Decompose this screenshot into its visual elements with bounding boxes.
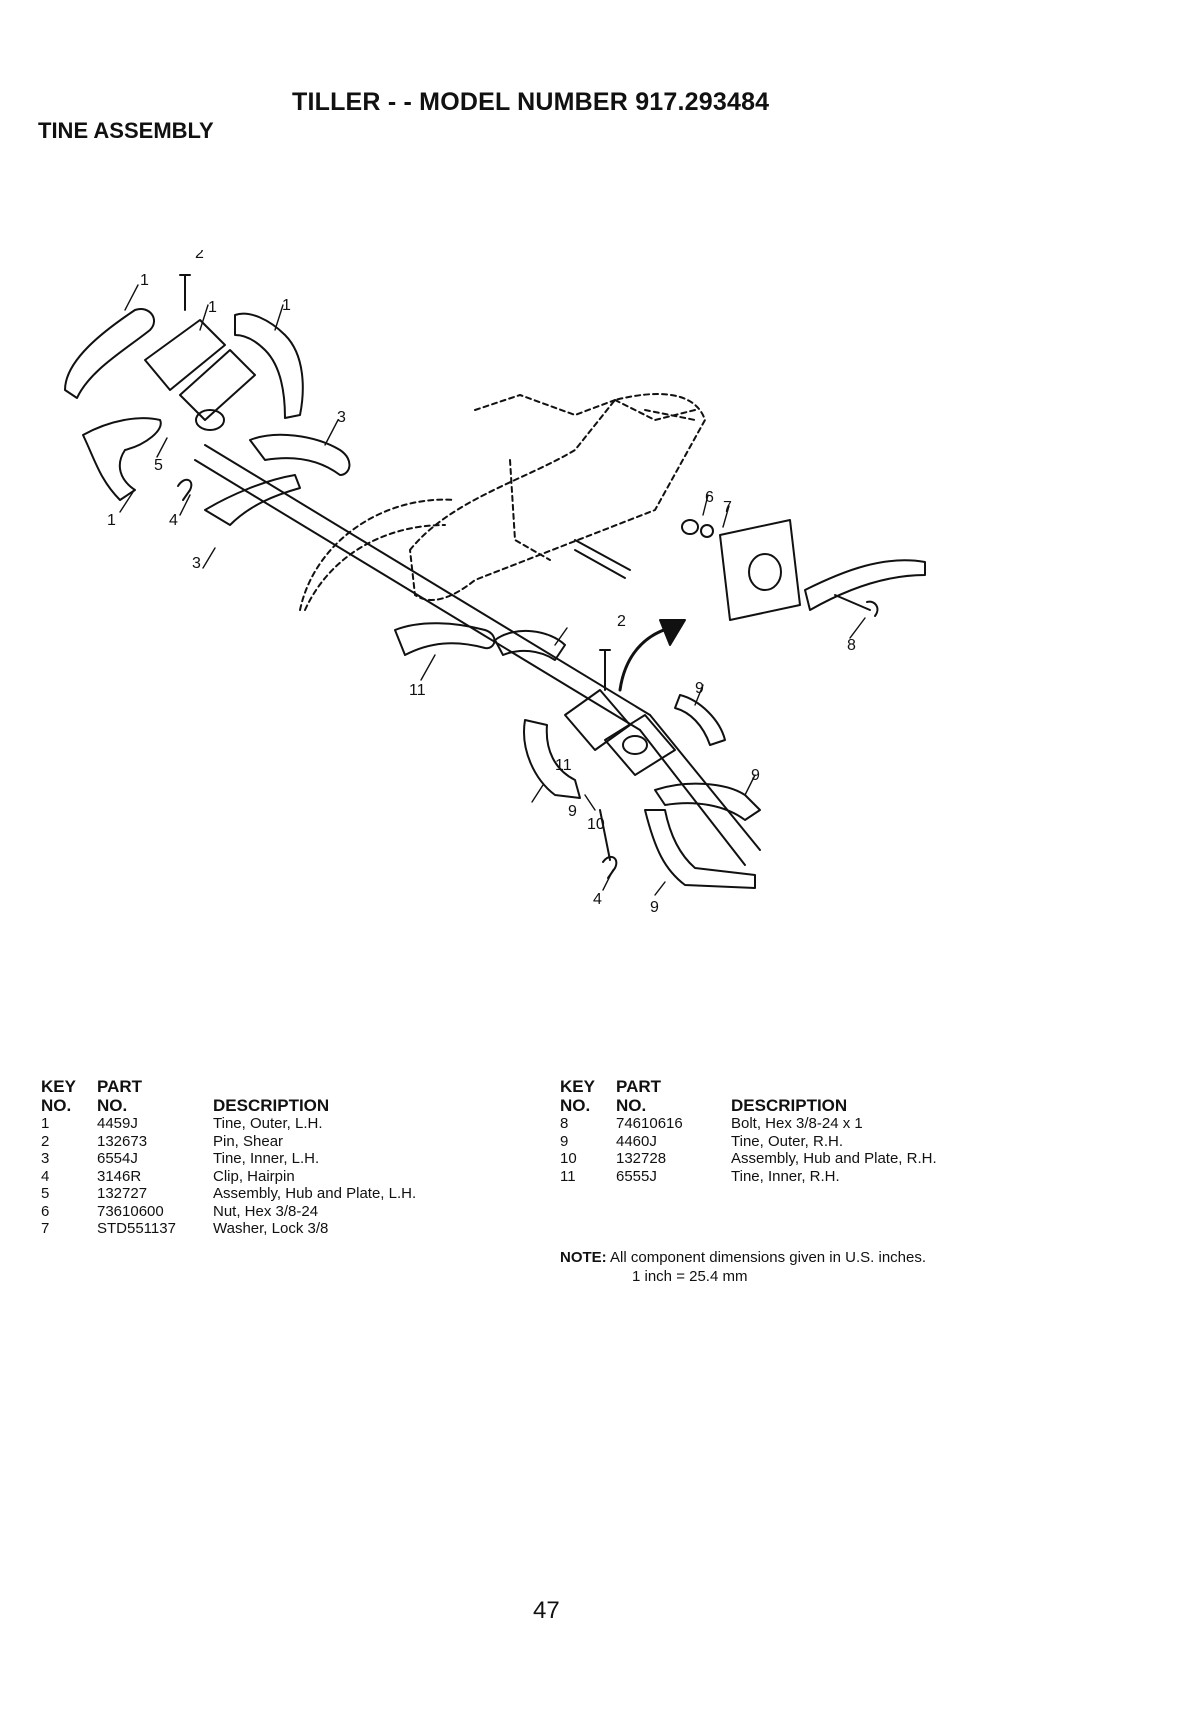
- callout: 9: [650, 899, 659, 916]
- callout: 1: [140, 272, 149, 289]
- tine-shaft: [194, 444, 761, 866]
- page-title: TILLER - - MODEL NUMBER 917.293484: [292, 88, 770, 116]
- page-number: 47: [533, 1597, 560, 1624]
- callout: 5: [154, 457, 163, 474]
- col-header-description: DESCRIPTION: [731, 1096, 848, 1115]
- outer-hub-plate: [719, 519, 926, 621]
- callout: 1: [107, 512, 116, 529]
- callout: 9: [751, 767, 760, 784]
- callout: 9: [568, 803, 577, 820]
- left-pin: [177, 274, 193, 501]
- callout: 4: [593, 891, 602, 908]
- note-line-1: All component dimensions given in U.S. i…: [610, 1249, 927, 1266]
- callout: 6: [705, 489, 714, 506]
- leader-lines: [119, 284, 866, 896]
- callout-labels: 1 2 1 1 3 5 4 1 3 11 2 6 7 8 9 9 9 10 11…: [107, 250, 856, 916]
- bolt-nut-washer: [681, 519, 879, 617]
- callout: 2: [195, 250, 204, 262]
- callout: 1: [282, 297, 291, 314]
- left-hub-plate: [144, 319, 256, 431]
- col-header-description: DESCRIPTION: [213, 1096, 330, 1115]
- callout: 8: [847, 637, 856, 654]
- callout: 11: [409, 682, 426, 699]
- callout: 2: [617, 613, 626, 630]
- callout: 11: [555, 757, 572, 774]
- tine-assembly-diagram: 1 2 1 1 3 5 4 1 3 11 2 6 7 8 9 9 9 10 11…: [64, 250, 926, 916]
- callout: 3: [337, 409, 346, 426]
- callout: 7: [723, 499, 732, 516]
- right-tines: [394, 622, 761, 889]
- note-label: NOTE:: [560, 1249, 607, 1266]
- section-title: TINE ASSEMBLY: [38, 118, 214, 143]
- right-pin: [599, 649, 618, 879]
- callout: 1: [208, 299, 217, 316]
- callout: 10: [587, 816, 605, 833]
- rotation-arrow: [618, 626, 672, 692]
- note-line-2: 1 inch = 25.4 mm: [632, 1268, 748, 1285]
- right-hub-plate: [564, 689, 676, 776]
- callout: 3: [192, 555, 201, 572]
- callout: 9: [695, 680, 704, 697]
- note: NOTE: All component dimensions given in …: [560, 1248, 926, 1286]
- callout: 4: [169, 512, 178, 529]
- transmission-housing: [299, 393, 706, 611]
